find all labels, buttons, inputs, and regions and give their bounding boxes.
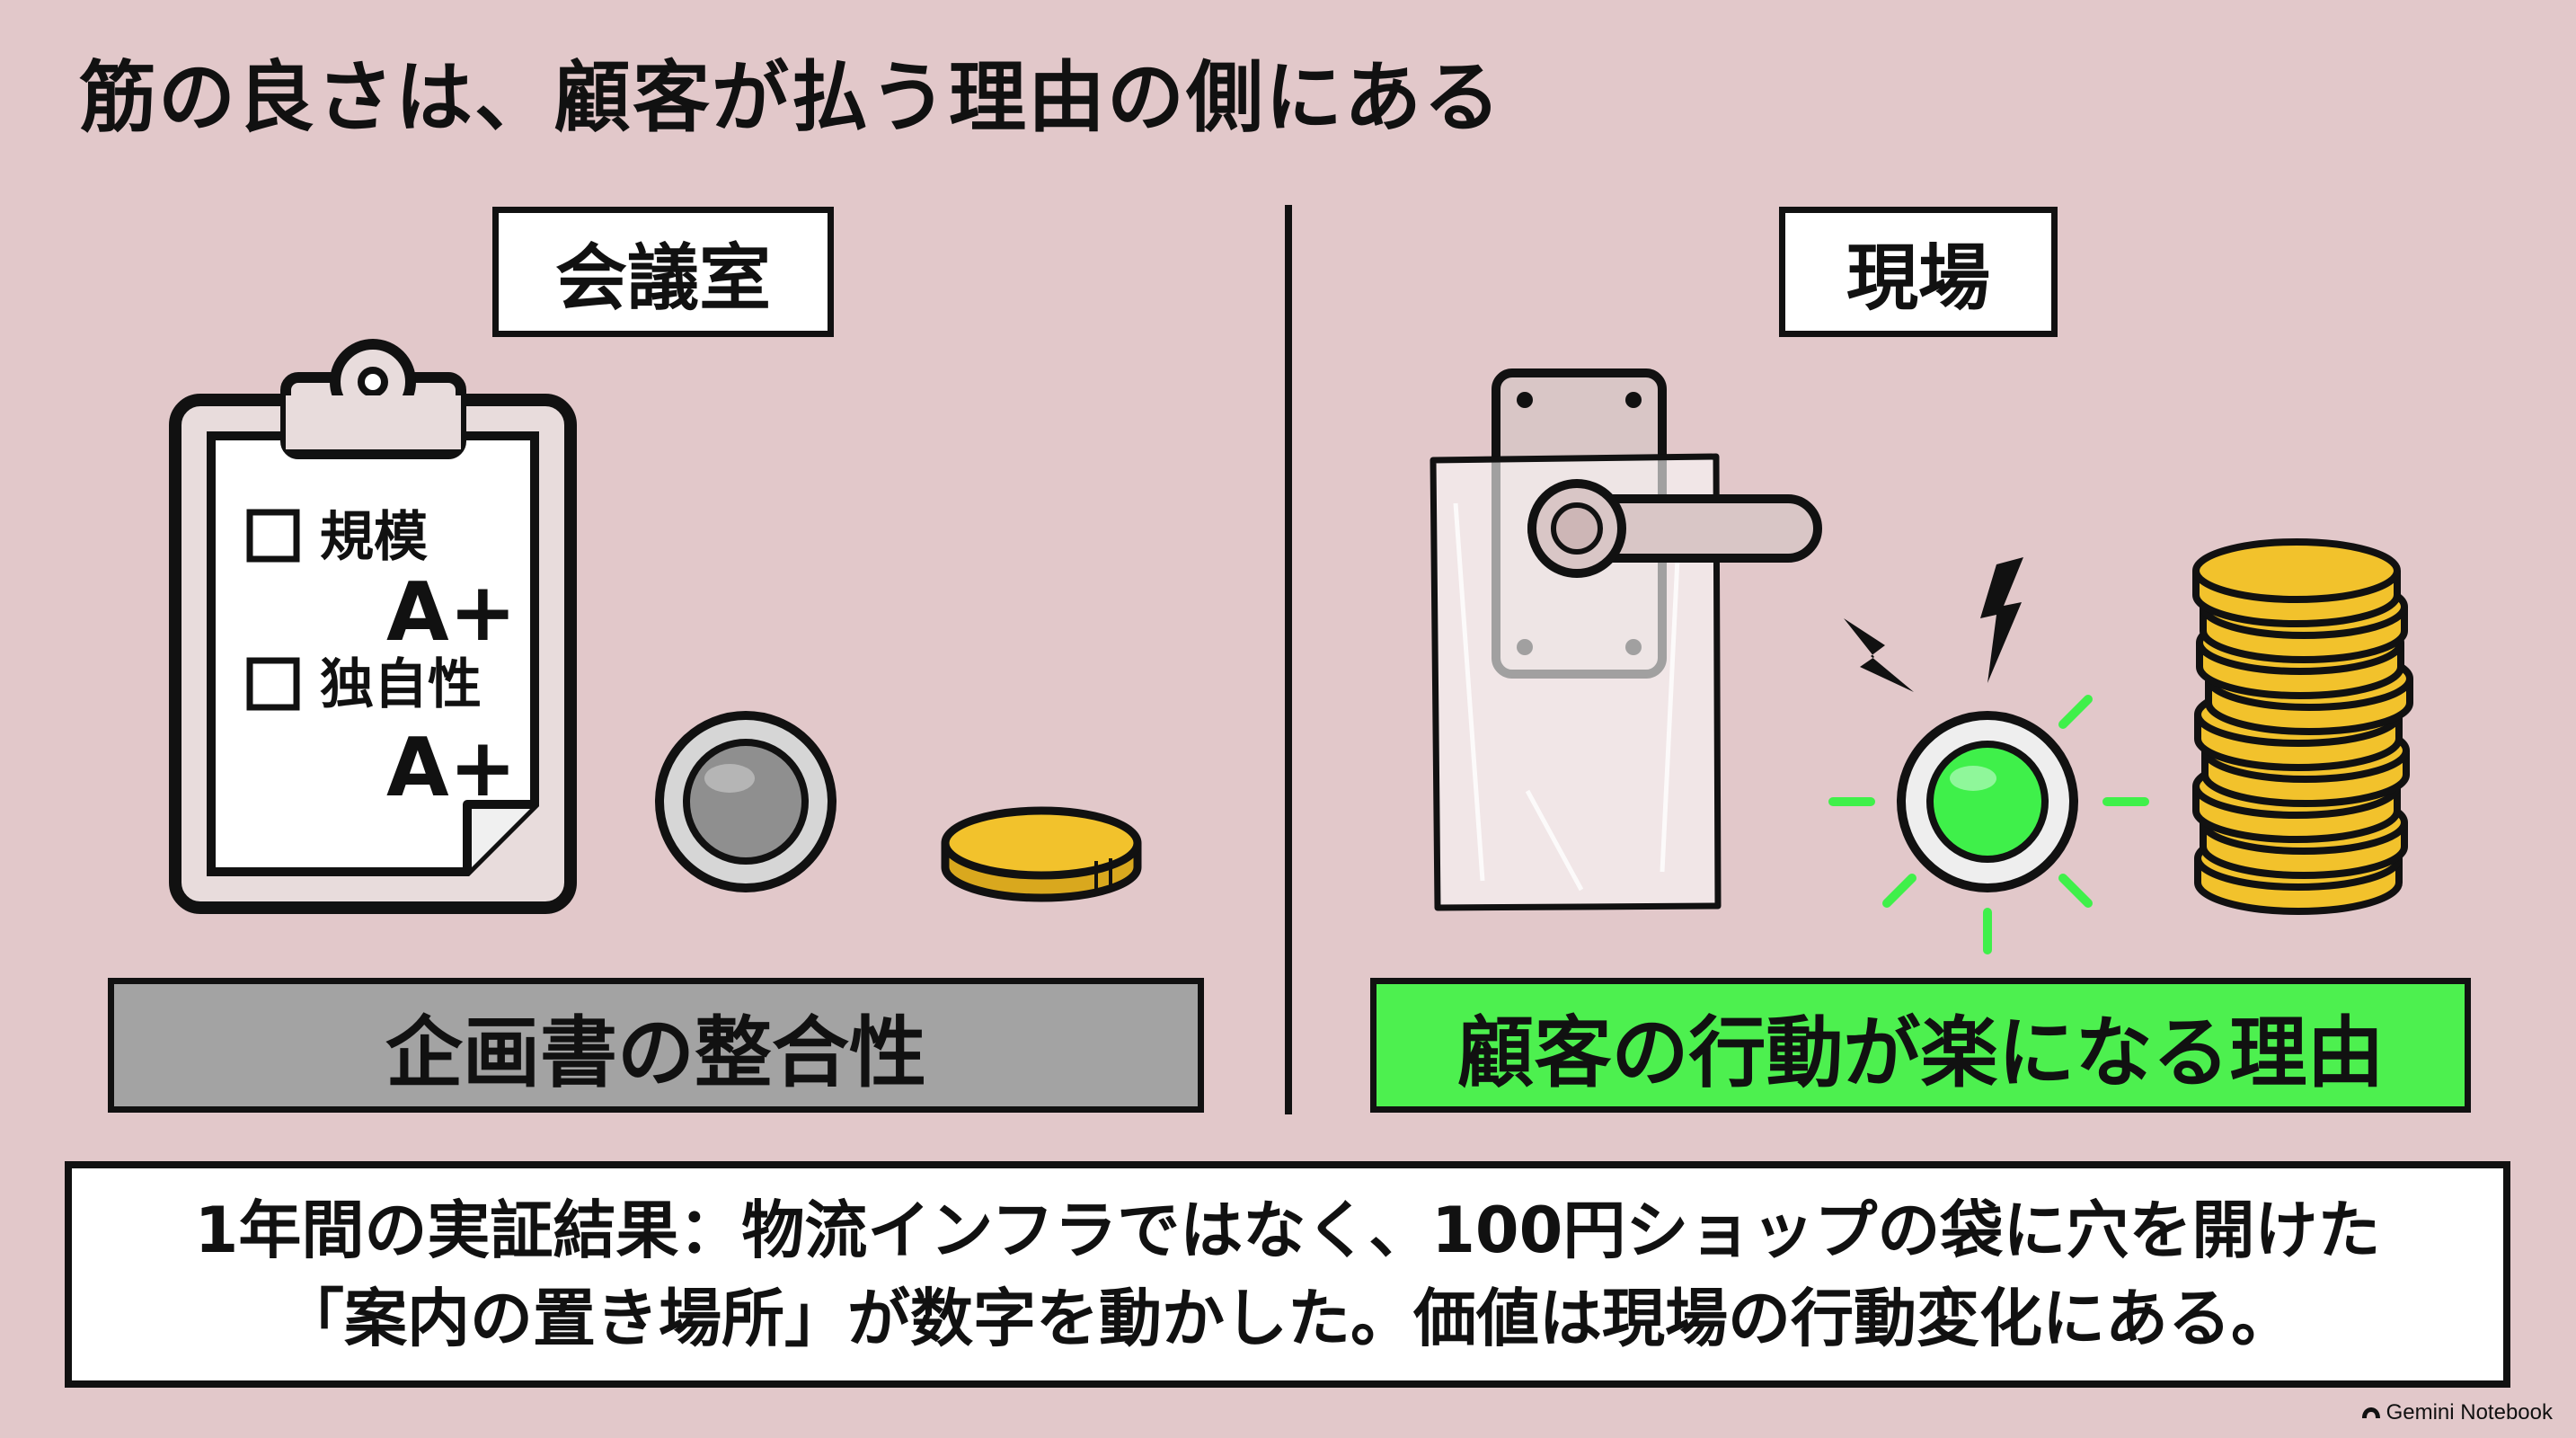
conclusion-line-2: 「案内の置き場所」が数字を動かした。価値は現場の行動変化にある。 [281,1282,2294,1355]
checklist-item-uniqueness: 独自性 [320,653,482,716]
label-field: 現場 [1779,207,2058,337]
lightning-icon [1844,557,2023,692]
checkbox-icon [246,509,300,563]
center-divider [1285,205,1292,1114]
coin-icon [941,806,1142,902]
plastic-bag-icon [1430,453,1722,911]
proposal-consistency-banner: 企画書の整合性 [108,978,1204,1113]
conclusion-box: 1年間の実証結果：物流インフラではなく、100円ショップの袋に穴を開けた 「案内… [65,1161,2510,1388]
coin-stack-icon [2192,538,2413,915]
conclusion-line-1: 1年間の実証結果：物流インフラではなく、100円ショップの袋に穴を開けた [194,1194,2381,1267]
checklist-grade-uniqueness: A+ [386,721,517,815]
checklist-grade-scale: A+ [386,565,517,660]
checklist-item-scale: 規模 [320,506,428,569]
label-meeting-room: 会議室 [492,207,834,337]
lever-icon [1527,479,1822,578]
watermark: Gemini Notebook [2361,1400,2553,1425]
gray-button-icon [655,711,837,892]
notebook-logo-icon [2361,1407,2380,1418]
watermark-text: Gemini Notebook [2386,1400,2553,1425]
page-title: 筋の良さは、顧客が払う理由の側にある [79,53,1502,143]
customer-reason-banner: 顧客の行動が楽になる理由 [1370,978,2471,1113]
green-button-icon [1828,695,2149,954]
checkbox-icon [246,657,300,711]
